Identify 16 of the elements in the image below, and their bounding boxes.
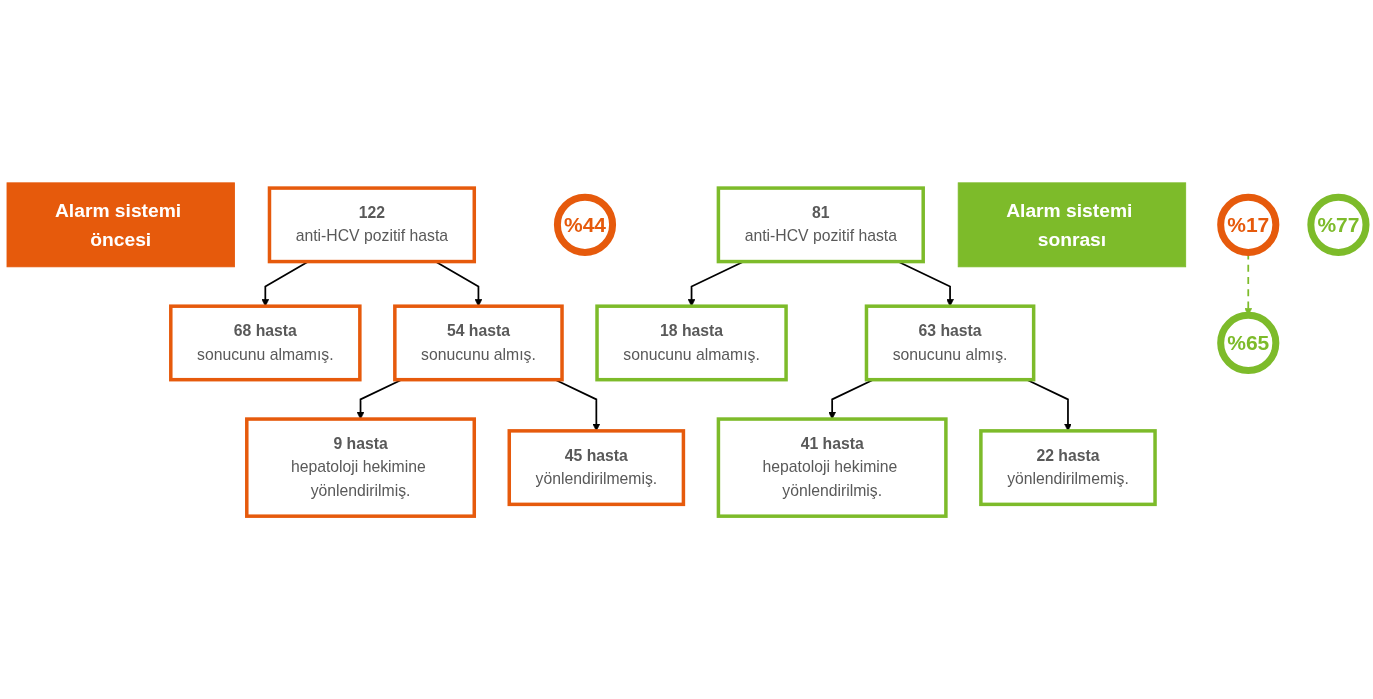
- node-circle: %65: [1217, 311, 1280, 374]
- node-box: 68 hasta sonucunu almamış.: [169, 304, 362, 382]
- node-box: 22 hasta yönlendirilmemiş.: [979, 429, 1157, 507]
- node-circle: %77: [1307, 193, 1370, 256]
- node-box: Alarm sistemi öncesi: [6, 182, 235, 268]
- node-circle: %17: [1217, 193, 1280, 256]
- node-box: 54 hasta sonucunu almış.: [393, 304, 564, 382]
- node-box: 18 hasta sonucunu almamış.: [595, 304, 788, 382]
- node-circle: %44: [553, 193, 617, 256]
- node-box: 45 hasta yönlendirilmemiş.: [507, 429, 686, 507]
- node-box: 9 hasta hepatoloji hekimine yönlendirilmiş.: [245, 417, 476, 518]
- node-box: 63 hasta sonucunu almış.: [864, 304, 1036, 382]
- node-box: 81 anti-HCV pozitif hasta: [716, 186, 925, 264]
- node-box: Alarm sistemi sonrası: [957, 182, 1187, 268]
- node-box: 122 anti-HCV pozitif hasta: [267, 186, 477, 264]
- node-box: 41 hasta hepatoloji hekimine yönlendirilmiş.: [716, 417, 948, 518]
